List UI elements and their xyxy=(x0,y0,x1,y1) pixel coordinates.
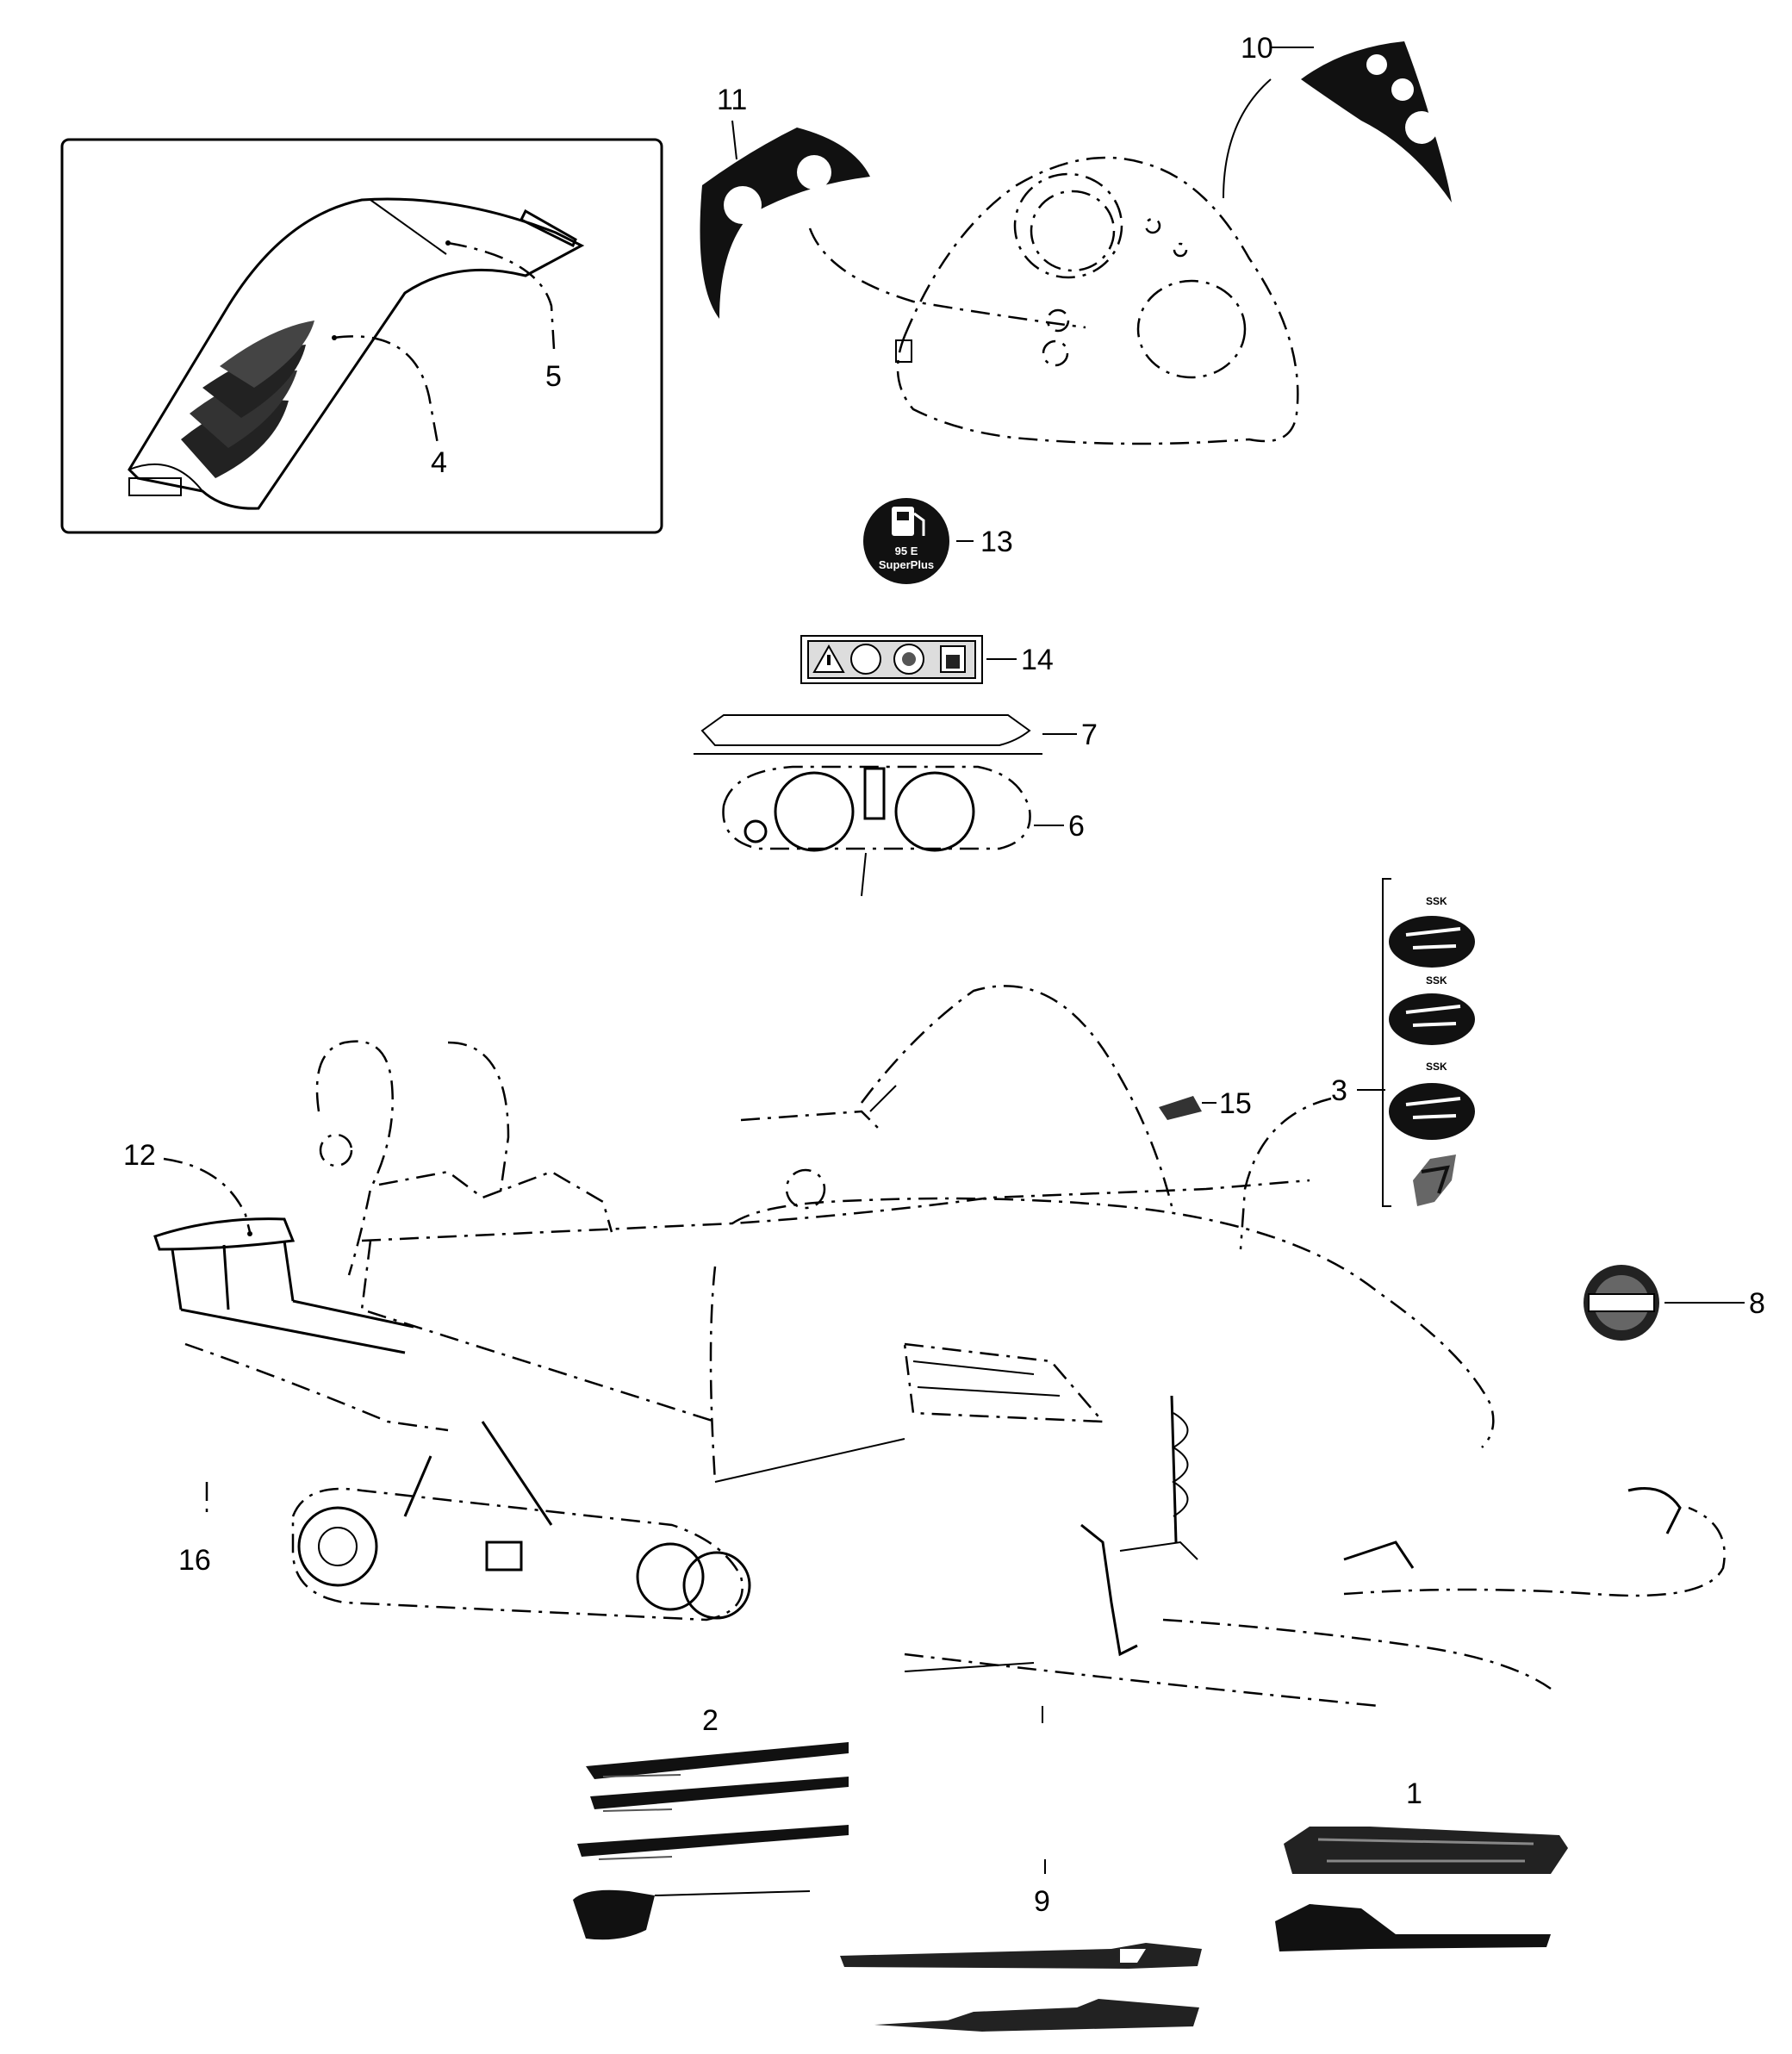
badge-decal-8: 8 xyxy=(1584,1265,1765,1341)
callout-13: 13 xyxy=(980,526,1013,558)
windshield-decal-7: 7 xyxy=(694,714,1098,755)
gauge-decal-6: 6 xyxy=(722,765,1085,897)
callout-1: 1 xyxy=(1406,1777,1422,1810)
lynx-decals-9: 9 xyxy=(840,1859,1202,2032)
seat-side-graphic xyxy=(181,321,314,478)
callout-5: 5 xyxy=(545,360,562,393)
instrument-console xyxy=(896,156,1299,445)
callout-15: 15 xyxy=(1219,1087,1252,1120)
seat-inset-panel: 4 5 xyxy=(60,138,663,534)
callout-8: 8 xyxy=(1749,1287,1765,1320)
callout-7: 7 xyxy=(1081,719,1098,751)
callout-14: 14 xyxy=(1021,644,1054,676)
seat-strap xyxy=(519,209,577,248)
console-decal-10 xyxy=(1301,41,1452,202)
svg-text:SSK: SSK xyxy=(1426,974,1447,987)
snowmobile-outline: 12 16 xyxy=(123,985,1726,1723)
callout-12: 12 xyxy=(123,1139,156,1172)
callout-6: 6 xyxy=(1068,810,1085,843)
callout-11: 11 xyxy=(717,84,747,116)
svg-text:SSK: SSK xyxy=(1426,895,1447,907)
fuel-decal-13: 95 E SuperPlus 13 xyxy=(863,498,1013,584)
svg-text:SSK: SSK xyxy=(1426,1061,1447,1073)
model-decals-1: 1 xyxy=(1275,1777,1568,1951)
callout-9: 9 xyxy=(1034,1885,1050,1918)
callout-4: 4 xyxy=(431,446,447,479)
fuel-label-line2: SuperPlus xyxy=(879,558,934,571)
seat-outline xyxy=(128,197,585,510)
callout-2: 2 xyxy=(702,1704,719,1737)
fuel-label-line1: 95 E xyxy=(895,545,918,557)
seat-tag xyxy=(128,477,182,496)
callout-3: 3 xyxy=(1331,1074,1347,1107)
console-decal-11 xyxy=(700,128,870,319)
callout-16: 16 xyxy=(178,1544,211,1577)
logo-decals-3: 3 SSK SSK SSK xyxy=(1239,878,1475,1250)
decal-15: 15 xyxy=(1159,1087,1252,1120)
callout-10: 10 xyxy=(1241,32,1273,65)
console-group: 10 11 xyxy=(700,32,1452,445)
side-decals-2: 2 xyxy=(573,1704,849,1940)
warning-decal-14: 14 xyxy=(800,635,1054,684)
